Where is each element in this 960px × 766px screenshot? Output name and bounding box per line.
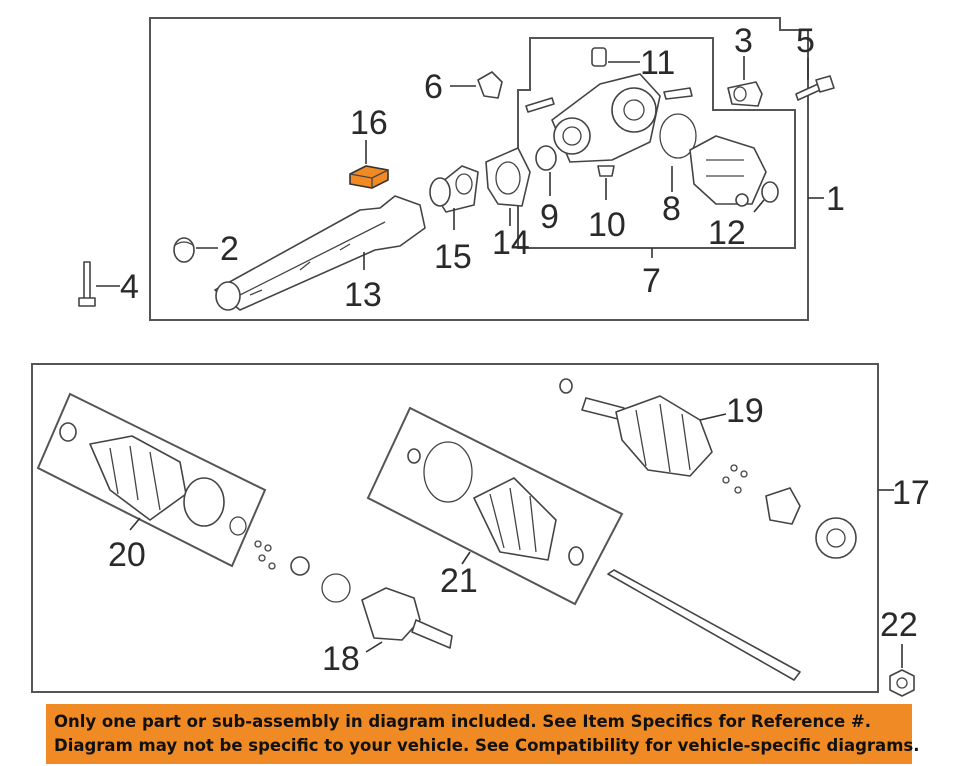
outer-boot-part: [59, 422, 247, 536]
small-nut-part: [735, 193, 749, 207]
axle-seal-part: [761, 181, 779, 203]
mount-bushing-part: [727, 81, 763, 107]
callout-20: 20: [108, 536, 146, 574]
callout-12: 12: [708, 214, 746, 252]
mount-bolt-part: [795, 75, 835, 101]
notice-line-1: Only one part or sub-assembly in diagram…: [54, 712, 872, 731]
callout-2: 2: [220, 230, 239, 268]
callout-19: 19: [726, 392, 764, 430]
callout-21: 21: [440, 562, 478, 600]
callout-17: 17: [892, 474, 930, 512]
callout-7: 7: [642, 262, 661, 300]
housing-tube-part: [214, 195, 426, 311]
gasket-part: [485, 147, 531, 207]
callout-10: 10: [588, 206, 626, 244]
callout-13: 13: [344, 276, 382, 314]
plug-part: [591, 47, 607, 67]
callout-8: 8: [662, 190, 681, 228]
callout-15: 15: [434, 238, 472, 276]
seal-bracket-part: [429, 165, 479, 213]
carrier-group-frame: [517, 37, 796, 249]
axle-shaft-part: [607, 569, 801, 681]
vent-plug-part: [597, 165, 615, 177]
callout-5: 5: [796, 22, 815, 60]
differential-group-frame: [149, 17, 809, 321]
leader-line: [461, 551, 471, 565]
callout-14: 14: [492, 224, 530, 262]
inner-boot-kit-frame: [366, 406, 624, 606]
callout-6: 6: [424, 68, 443, 106]
callout-9: 9: [540, 198, 559, 236]
leader-line: [753, 199, 765, 213]
insulator-highlighted-part: [349, 165, 389, 189]
clip-part: [477, 71, 503, 99]
differential-carrier-part: [551, 73, 661, 163]
callout-18: 18: [322, 640, 360, 678]
callout-1: 1: [826, 180, 845, 218]
carrier-bolt-left-part: [525, 97, 555, 113]
outer-cv-joint-part: [254, 540, 453, 649]
bushing-part: [173, 237, 195, 263]
callout-16: 16: [350, 104, 388, 142]
callout-11: 11: [640, 44, 675, 82]
callout-22: 22: [880, 606, 918, 644]
long-bolt-part: [78, 261, 96, 307]
axle-nut-part: [889, 669, 915, 697]
cover-gasket-ring-part: [659, 113, 697, 159]
callout-3: 3: [734, 22, 753, 60]
o-ring-small-part: [535, 145, 557, 171]
carrier-bolt-right-part: [663, 87, 693, 100]
callout-4: 4: [120, 268, 139, 306]
inner-cv-joint-part: [559, 378, 857, 559]
leader-line: [699, 413, 727, 421]
leader-line: [129, 517, 141, 531]
notice-banner: Only one part or sub-assembly in diagram…: [46, 704, 920, 764]
notice-line-2: Diagram may not be specific to your vehi…: [54, 736, 920, 755]
axle-shaft-group-frame: [31, 363, 879, 693]
outer-boot-kit-frame: [36, 392, 267, 568]
inner-boot-part: [407, 441, 584, 566]
leader-line: [365, 641, 383, 653]
differential-cover-part: [689, 135, 767, 205]
